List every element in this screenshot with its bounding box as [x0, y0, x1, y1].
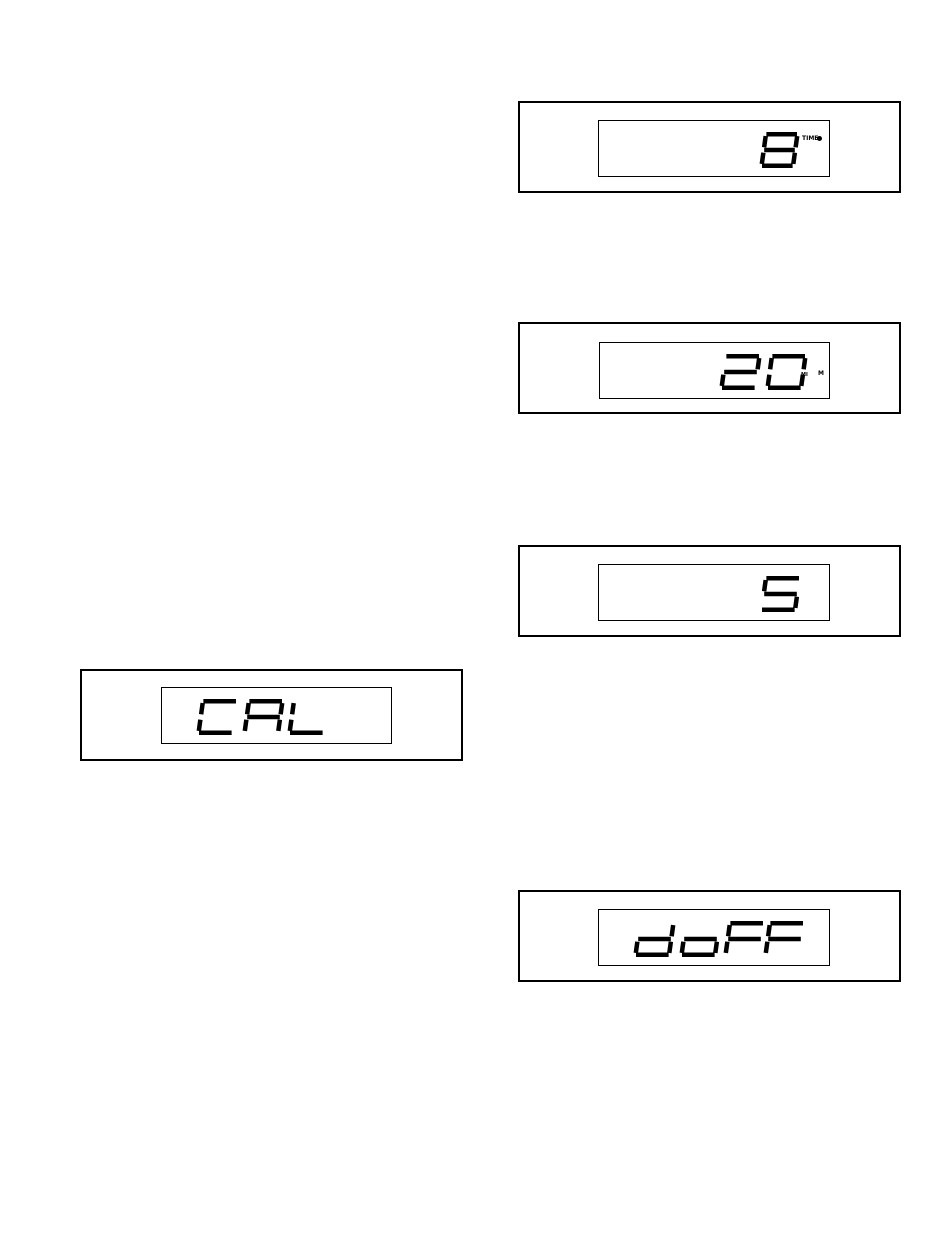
lcd-segment [770, 358, 772, 369]
lcd-segment [636, 942, 638, 953]
lcd-segment [281, 703, 283, 714]
lcd-window: 8 TIME [598, 120, 830, 177]
lcd-readout: CAL [162, 688, 393, 745]
lcd-segment [672, 925, 674, 936]
lcd-segment [768, 925, 770, 936]
lcd-segment [278, 720, 280, 731]
display-panel-value: 5 [518, 545, 901, 637]
lcd-segment [764, 136, 766, 147]
lcd-segment [245, 720, 247, 731]
lcd-digit: d [636, 925, 673, 955]
lcd-digit: 2 [722, 356, 759, 388]
lcd-segment [804, 358, 806, 369]
lcd-segment [762, 153, 764, 164]
speed-indicator-m: M [818, 371, 824, 377]
lcd-digit: C [199, 701, 236, 733]
lcd-window: CAL [161, 687, 392, 744]
lcd-window: doFF [598, 909, 830, 966]
lcd-digit: F [766, 923, 803, 953]
display-panel-doff: doFF [518, 890, 901, 982]
lcd-segment [247, 703, 249, 714]
lcd-segment [669, 942, 671, 953]
lcd-digit: 5 [762, 578, 799, 610]
lcd-segment [199, 720, 201, 731]
time-indicator-dot [817, 136, 822, 141]
lcd-segment [715, 942, 717, 953]
lcd-segment [766, 942, 768, 953]
lcd-window: 20 MI M [599, 342, 830, 399]
time-indicator-label: TIME [802, 136, 818, 142]
lcd-digit: 8 [762, 134, 797, 166]
lcd-segment [758, 358, 760, 369]
display-panel-speed: 20 MI M [518, 322, 901, 414]
display-panel-time: 8 TIME [518, 101, 901, 193]
lcd-readout: 5 [599, 565, 831, 622]
lcd-segment [795, 597, 797, 608]
lcd-segment [290, 720, 292, 731]
lcd-readout: doFF [599, 910, 831, 967]
lcd-segment [796, 136, 798, 147]
lcd-readout: 20 [600, 343, 831, 400]
lcd-readout: 8 [599, 121, 831, 178]
lcd-segment [768, 375, 770, 386]
lcd-digit: o [682, 939, 717, 955]
lcd-segment [726, 942, 728, 953]
display-panel-cal: CAL [80, 669, 463, 761]
lcd-digit: 0 [768, 356, 805, 388]
lcd-digit: F [726, 923, 763, 953]
lcd-digit: L [290, 703, 323, 733]
lcd-segment [292, 703, 294, 714]
lcd-segment [722, 375, 724, 386]
speed-indicator-mi: MI [801, 373, 808, 378]
lcd-digit: A [245, 701, 282, 731]
lcd-segment [793, 153, 795, 164]
lcd-segment [764, 580, 766, 591]
lcd-segment [682, 942, 684, 953]
lcd-window: 5 [598, 564, 830, 621]
lcd-segment [201, 703, 203, 714]
lcd-segment [728, 925, 730, 936]
